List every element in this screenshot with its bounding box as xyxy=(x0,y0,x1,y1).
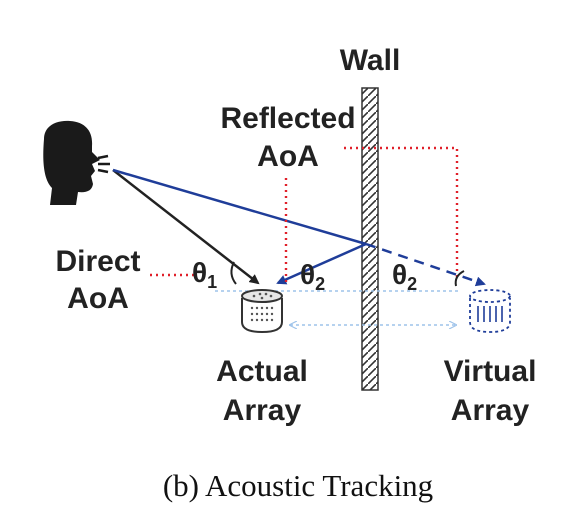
direct-aoa-label-line2: AoA xyxy=(67,282,129,315)
wall xyxy=(361,87,379,391)
virtual-path xyxy=(365,242,486,287)
virtual-microphone-array-icon xyxy=(469,289,511,333)
theta1-label: θ1 xyxy=(192,257,217,292)
actual-array-label-line1: Actual xyxy=(216,355,308,388)
direct-aoa-label-line1: Direct xyxy=(55,245,140,278)
virtual-array-label-line1: Virtual xyxy=(444,355,537,388)
theta2-left-label: θ2 xyxy=(300,259,325,294)
speaking-head-icon xyxy=(43,120,110,205)
theta2-right-arc xyxy=(454,270,465,287)
virtual-aoa-marker xyxy=(344,146,459,278)
reflected-path xyxy=(276,242,367,285)
incident-path xyxy=(112,168,367,246)
reflected-aoa-label-line2: AoA xyxy=(257,140,319,173)
theta2-right-label: θ2 xyxy=(392,259,417,294)
wall-label: Wall xyxy=(340,44,401,77)
microphone-array-icon xyxy=(241,289,283,334)
virtual-array-label-line2: Array xyxy=(451,394,530,427)
figure-caption: (b) Acoustic Tracking xyxy=(163,468,433,503)
theta1-arc xyxy=(230,261,237,285)
actual-array-label-line2: Array xyxy=(223,394,302,427)
reflected-aoa-label-line1: Reflected xyxy=(220,102,355,135)
